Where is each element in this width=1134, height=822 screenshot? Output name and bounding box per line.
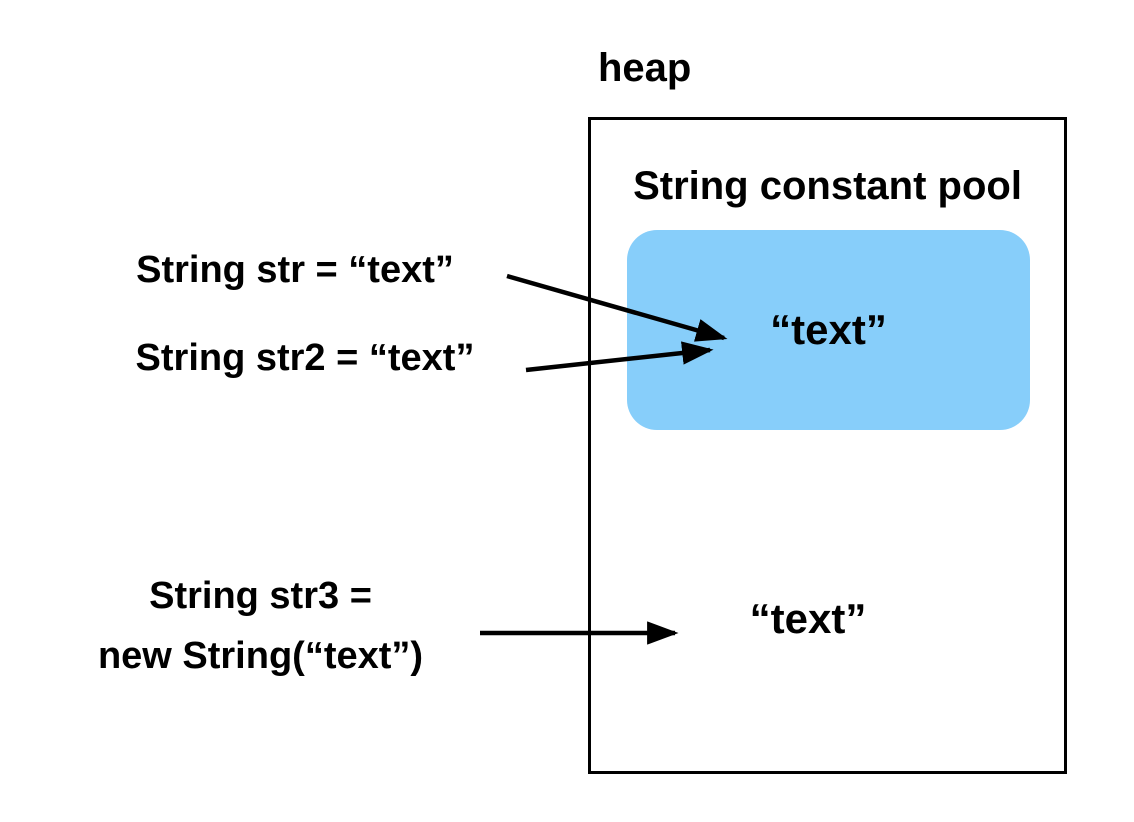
str3-declaration-label: String str3 = new String(“text”): [38, 566, 483, 686]
str-declaration-label: String str = “text”: [136, 249, 454, 291]
heap-text-value: “text”: [749, 595, 867, 642]
string-pool-box: “text”: [627, 230, 1030, 430]
string-constant-pool-title: String constant pool: [633, 164, 1022, 208]
heap-box: [588, 117, 1067, 774]
heap-title: heap: [598, 46, 692, 90]
str3-declaration-line2: new String(“text”): [97, 635, 424, 677]
pool-text-value: “text”: [770, 306, 887, 353]
str2-declaration-label: String str2 = “text”: [135, 337, 475, 379]
str3-declaration-line1: String str3 =: [149, 575, 372, 617]
